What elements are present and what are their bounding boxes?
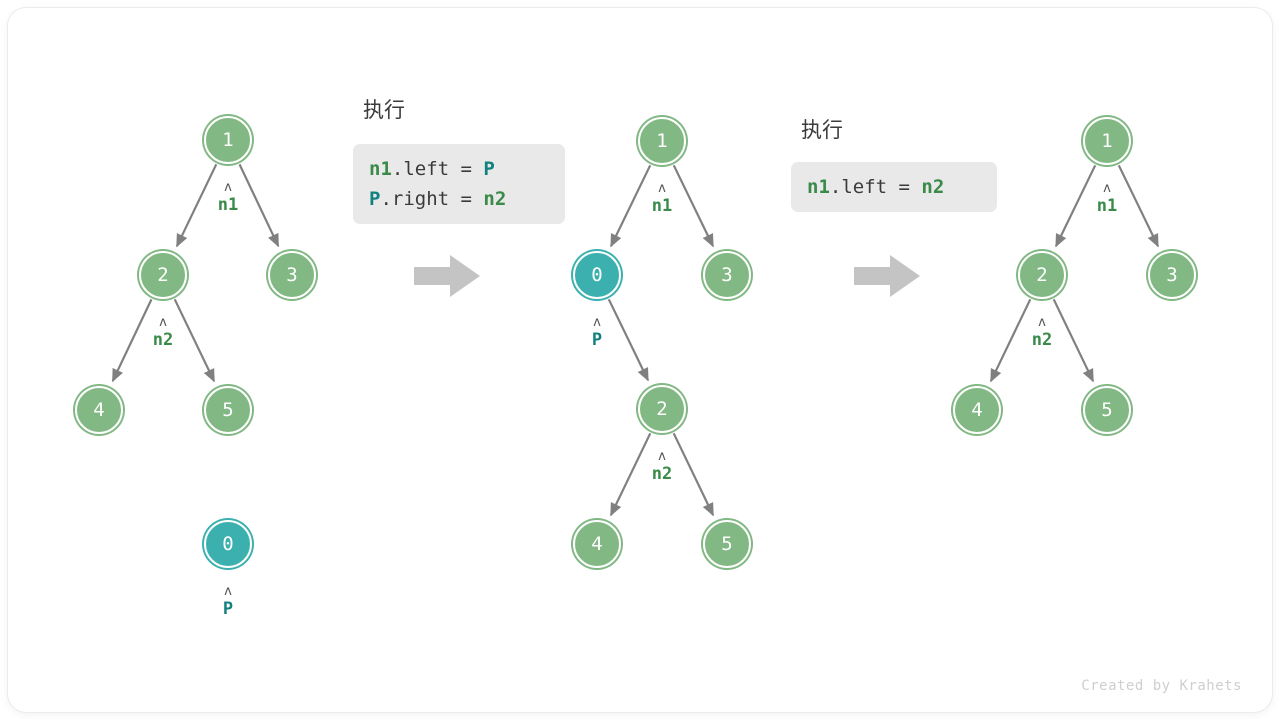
caret-icon: ʌ — [593, 315, 601, 330]
code-token: .right = — [380, 188, 484, 210]
code-line: n1.left = n2 — [807, 172, 981, 202]
step-arrow-1-icon — [414, 254, 480, 298]
caret-icon: ʌ — [224, 584, 232, 599]
pointer-label-text: P — [591, 330, 603, 350]
code-token: n1 — [369, 158, 392, 180]
caret-icon: ʌ — [658, 181, 666, 196]
diagram-card — [8, 8, 1272, 712]
pointer-label-text: n2 — [1031, 330, 1053, 350]
pointer-label-text: n2 — [651, 464, 673, 484]
caret-icon: ʌ — [159, 315, 167, 330]
pointer-label-text: n2 — [152, 330, 174, 350]
code-token: P — [369, 188, 381, 210]
code-line: P.right = n2 — [369, 184, 549, 214]
code-token: P — [483, 158, 495, 180]
tree-node-2[interactable]: 2 — [139, 251, 187, 299]
code-box-2: n1.left = n2 — [791, 162, 997, 212]
caret-icon: ʌ — [224, 180, 232, 195]
caret-icon: ʌ — [658, 449, 666, 464]
caret-icon: ʌ — [1038, 315, 1046, 330]
code-line: n1.left = P — [369, 154, 549, 184]
pointer-label-text: P — [222, 599, 234, 619]
tree-node-1[interactable]: 1 — [638, 117, 686, 165]
tree-node-0[interactable]: 0 — [204, 520, 252, 568]
tree-node-1[interactable]: 1 — [1083, 117, 1131, 165]
code-token: .left = — [829, 176, 922, 198]
code-token: n1 — [807, 176, 830, 198]
tree-node-3[interactable]: 3 — [1148, 251, 1196, 299]
step-caption-2: 执行 — [801, 118, 843, 142]
credit-text: Created by Krahets — [1081, 678, 1242, 694]
tree-node-5[interactable]: 5 — [204, 386, 252, 434]
tree-node-4[interactable]: 4 — [573, 520, 621, 568]
tree-node-2[interactable]: 2 — [1018, 251, 1066, 299]
tree-node-2[interactable]: 2 — [638, 385, 686, 433]
step-caption-1: 执行 — [363, 98, 405, 122]
pointer-label-text: n1 — [651, 196, 673, 216]
tree-node-3[interactable]: 3 — [268, 251, 316, 299]
code-token: n2 — [483, 188, 507, 210]
tree-node-1[interactable]: 1 — [204, 116, 252, 164]
tree-node-5[interactable]: 5 — [703, 520, 751, 568]
code-token: .left = — [391, 158, 484, 180]
tree-node-5[interactable]: 5 — [1083, 386, 1131, 434]
code-token: n2 — [921, 176, 945, 198]
tree-node-4[interactable]: 4 — [953, 386, 1001, 434]
pointer-label-text: n1 — [1096, 196, 1118, 216]
step-arrow-2-icon — [854, 254, 920, 298]
tree-node-4[interactable]: 4 — [75, 386, 123, 434]
tree-node-0[interactable]: 0 — [573, 251, 621, 299]
pointer-label-text: n1 — [217, 195, 239, 215]
tree-node-3[interactable]: 3 — [703, 251, 751, 299]
caret-icon: ʌ — [1103, 181, 1111, 196]
